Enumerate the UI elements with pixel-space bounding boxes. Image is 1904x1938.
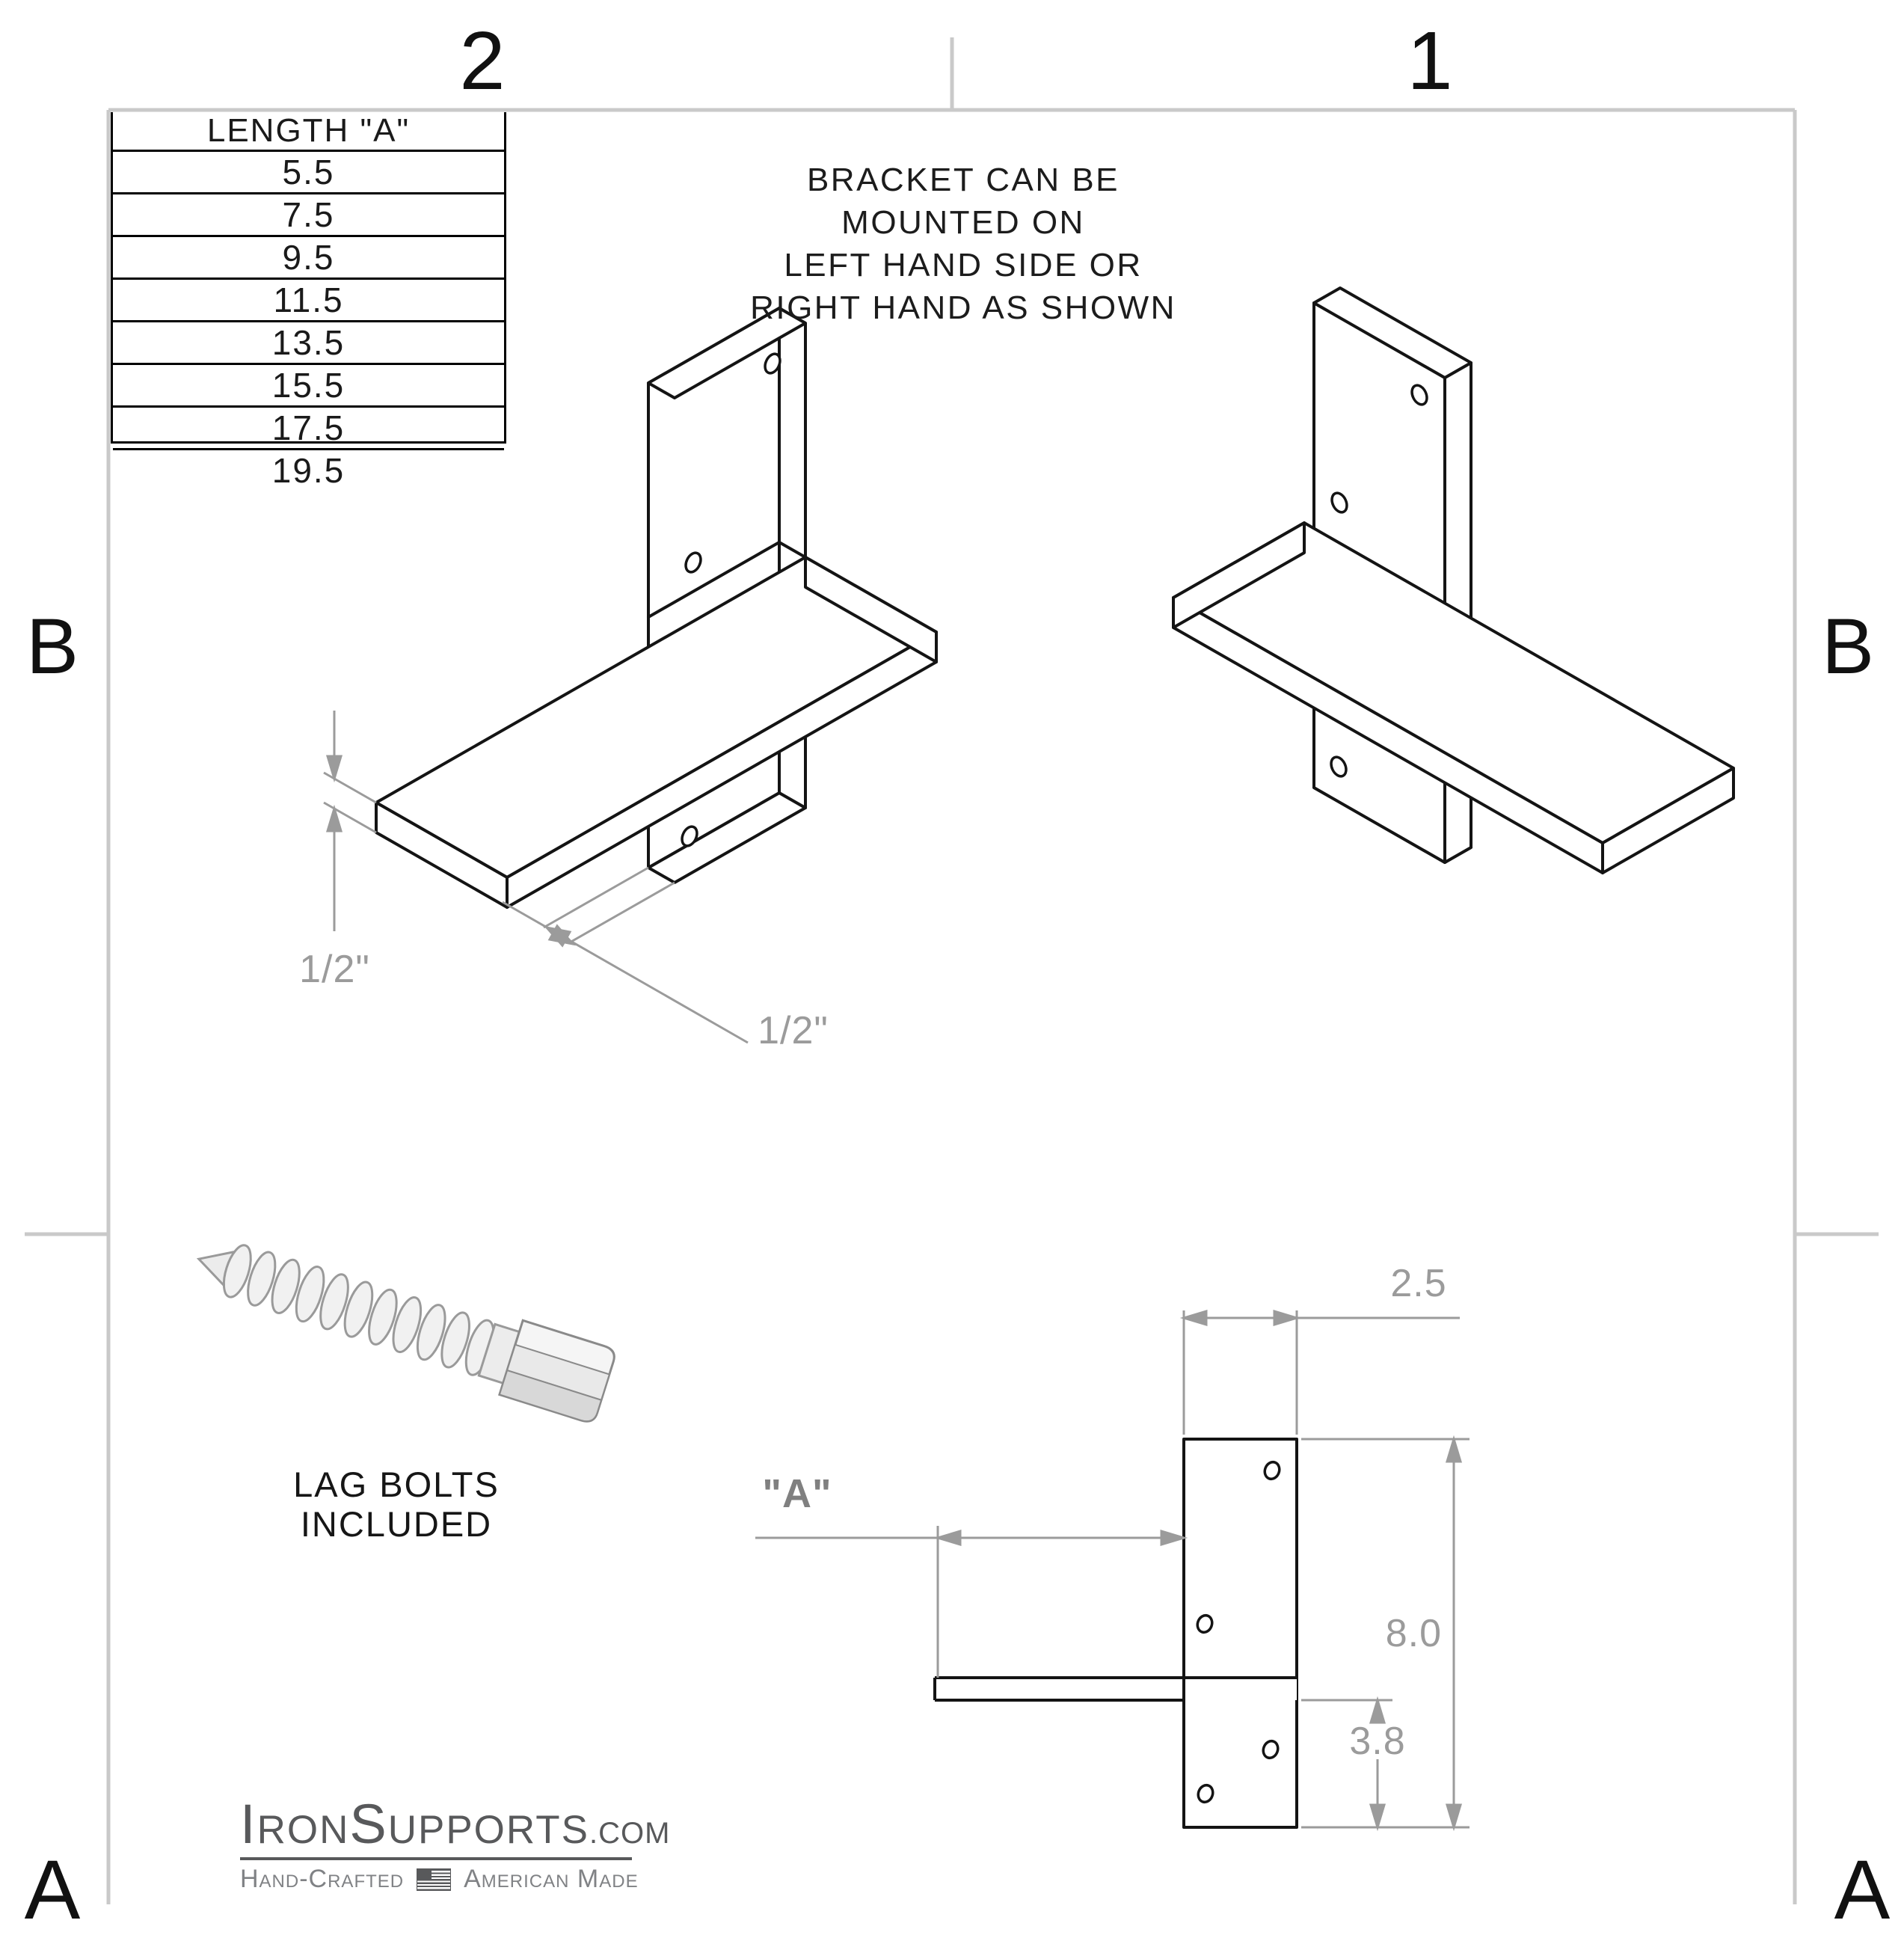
logo-brand: IronSupports.com	[240, 1792, 669, 1856]
length-size-table: LENGTH "A" 5.5 7.5 9.5 11.5 13.5 15.5 17…	[111, 112, 506, 490]
table-row: 19.5	[271, 451, 346, 490]
table-row: 15.5	[113, 365, 504, 408]
table-row: 11.5	[113, 280, 504, 322]
mounting-holes	[1196, 1460, 1281, 1804]
table-row: 5.5	[113, 152, 504, 194]
shelf-right-end-face	[1601, 767, 1735, 874]
right-bracket-isometric	[1172, 286, 1735, 874]
logo-text: I	[240, 1793, 257, 1855]
zone-marker-a-left: A	[24, 1843, 81, 1937]
side-view-dimensions	[755, 1309, 1470, 1832]
table-row: 9.5	[113, 237, 504, 280]
lag-bolt-image	[196, 1244, 615, 1423]
table-header: LENGTH "A"	[113, 112, 504, 152]
plate-thickness-label: 1/2"	[758, 1009, 829, 1052]
note-line: RIGHT HAND AS SHOWN	[750, 289, 1176, 326]
lag-line: LAG BOLTS	[293, 1465, 500, 1504]
shelf-seam-line	[647, 541, 807, 619]
mounting-note: BRACKET CAN BE MOUNTED ON LEFT HAND SIDE…	[664, 159, 1262, 329]
shelf-band-mask	[1186, 1678, 1297, 1700]
logo-tagline: Hand-Crafted American Made	[240, 1865, 659, 1894]
shelf-right-end-face	[804, 556, 938, 663]
lag-line: INCLUDED	[300, 1504, 493, 1544]
mounting-holes	[681, 352, 781, 847]
zone-marker-1: 1	[1407, 15, 1453, 107]
sheet-border	[25, 37, 1879, 1904]
logo-underline	[240, 1857, 632, 1860]
lag-bolts-caption: LAG BOLTS INCLUDED	[232, 1465, 561, 1544]
logo-text: S	[349, 1793, 388, 1855]
left-bracket-dimensions	[323, 711, 749, 1044]
table-row: 17.5	[113, 408, 504, 450]
note-line: BRACKET CAN BE	[806, 162, 1120, 198]
logo-text: upports	[387, 1808, 589, 1852]
left-bracket-isometric	[375, 307, 938, 909]
zone-marker-a-right: A	[1834, 1843, 1891, 1937]
table-row: 13.5	[113, 322, 504, 365]
side-view	[933, 1438, 1298, 1829]
zone-marker-2: 2	[459, 15, 506, 107]
shelf-left-end-face	[375, 801, 509, 909]
length-dim-label: "A"	[762, 1471, 832, 1516]
tagline-right: American Made	[464, 1865, 639, 1893]
tagline-left: Hand-Crafted	[240, 1865, 405, 1893]
plate-outline	[1182, 1438, 1298, 1829]
ironsupports-logo: IronSupports.com Hand-Crafted American M…	[240, 1792, 669, 1894]
us-flag-icon	[417, 1868, 452, 1891]
shelf-thickness-label: 1/2"	[299, 948, 370, 991]
plate-top-face	[647, 307, 807, 399]
note-line: MOUNTED ON	[841, 204, 1085, 241]
flag-canton	[417, 1868, 432, 1880]
shelf-left-end-face	[1172, 521, 1306, 629]
logo-text: ron	[257, 1808, 350, 1852]
width-dim-label: 2.5	[1390, 1262, 1447, 1305]
note-line: LEFT HAND SIDE OR	[784, 247, 1143, 283]
logo-domain: .com	[589, 1817, 671, 1850]
plate-top-face	[1312, 286, 1472, 379]
offset-dim-label: 3.8	[1349, 1720, 1406, 1763]
height-dim-label: 8.0	[1385, 1612, 1442, 1655]
mounting-holes	[1330, 384, 1428, 778]
zone-marker-b-right: B	[1821, 603, 1875, 690]
table-row: 7.5	[113, 194, 504, 237]
zone-marker-b-left: B	[25, 603, 79, 690]
